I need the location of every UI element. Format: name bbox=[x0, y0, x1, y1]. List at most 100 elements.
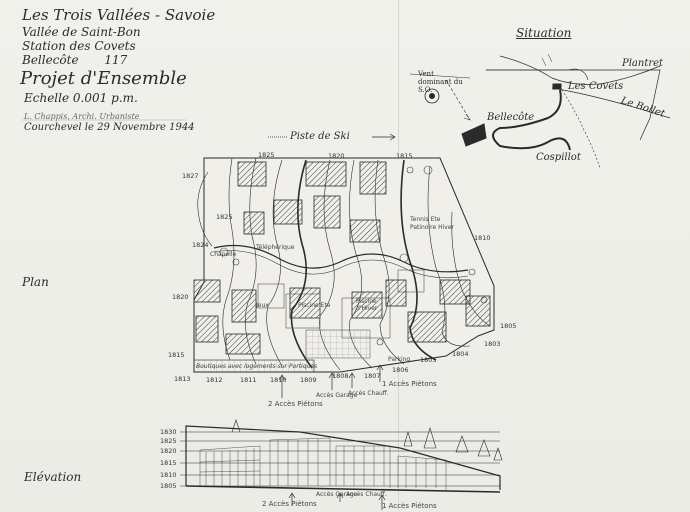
elevation-drawing bbox=[180, 419, 503, 510]
building bbox=[465, 295, 491, 327]
map-path-cospillot bbox=[561, 89, 601, 169]
elevation-level-1815: 1815 bbox=[160, 459, 177, 467]
elevation-level-1825: 1825 bbox=[160, 437, 177, 445]
elevation-left-1815: 1815 bbox=[168, 351, 185, 359]
elevation-top-1825: 1825 bbox=[258, 151, 275, 159]
elev-access-chauff: Accès Chauff. bbox=[346, 491, 387, 498]
zone-piscine-ete: Piscine Ete bbox=[298, 302, 331, 309]
level-lines bbox=[180, 431, 500, 487]
situation-label-covets: Les Covets bbox=[568, 81, 624, 92]
situation-label-plantret: Plantret bbox=[622, 58, 664, 69]
elevation-left-1824: 1824 bbox=[192, 241, 209, 249]
elevation-access-arrows bbox=[288, 492, 386, 510]
site-plan bbox=[193, 157, 495, 398]
title-line-2: Vallée de Saint-Bon bbox=[22, 25, 141, 39]
building bbox=[351, 291, 383, 319]
building bbox=[237, 161, 267, 187]
covets-building bbox=[552, 83, 562, 90]
building bbox=[407, 311, 447, 343]
elev-access-pietons-2: 2 Accès Piétons bbox=[262, 500, 317, 508]
building bbox=[225, 333, 261, 355]
wind-arrow bbox=[445, 79, 471, 121]
elev-access-pietons-1: 1 Accès Piétons bbox=[382, 502, 437, 510]
elevation-bottom-1804: 1804 bbox=[452, 350, 469, 358]
elevation-bottom-1806: 1806 bbox=[392, 366, 409, 374]
author-text: L. Chappis, Archi. Urbaniste bbox=[24, 112, 140, 121]
ground-line bbox=[185, 485, 501, 493]
building bbox=[349, 219, 381, 243]
plan-label: Plan bbox=[22, 275, 49, 289]
plan-access-chauff: Accès Chauff. bbox=[348, 390, 389, 397]
plan-access-garage: Accès Garage bbox=[316, 392, 358, 399]
elevation-level-1805: 1805 bbox=[160, 482, 177, 490]
elevation-top-1820: 1820 bbox=[328, 152, 345, 160]
title-line-3: Station des Covets bbox=[22, 39, 136, 53]
elevation-level-1810: 1810 bbox=[160, 471, 177, 479]
zone-parking: Parking bbox=[388, 356, 411, 363]
elevation-right-1810: 1810 bbox=[474, 234, 491, 242]
building bbox=[193, 279, 221, 303]
pool-grid bbox=[305, 329, 371, 359]
situation-title: Situation bbox=[516, 26, 572, 40]
place-date-text: Courchevel le 29 Novembre 1944 bbox=[24, 122, 195, 133]
building-facades bbox=[199, 437, 447, 490]
project-title: Projet d'Ensemble bbox=[20, 68, 187, 89]
site-117-block bbox=[461, 123, 487, 147]
title-line-4: Bellecôte 117 bbox=[22, 53, 127, 67]
portico-caption: Boutiques avec logements sur Portiques bbox=[196, 363, 318, 370]
elev-access-garage: Accès Garage bbox=[316, 491, 358, 498]
situation-label-bellecote: Bellecôte bbox=[487, 112, 535, 123]
elevation-bottom-1807: 1807 bbox=[364, 372, 381, 380]
elevation-bottom-1811: 1811 bbox=[240, 376, 257, 384]
site-number: 117 bbox=[104, 53, 128, 67]
elevation-trees bbox=[403, 426, 503, 461]
zone-chapelle: Chapelle bbox=[210, 251, 237, 258]
elevation-right-1805: 1805 bbox=[500, 322, 517, 330]
portico-strip bbox=[193, 359, 315, 373]
building bbox=[313, 195, 341, 229]
building bbox=[231, 289, 257, 323]
sun-symbol bbox=[424, 88, 440, 104]
access-road bbox=[213, 244, 469, 273]
elevation-bottom-1805: 1805 bbox=[420, 356, 437, 364]
scale-text: Echelle 0.001 p.m. bbox=[24, 91, 138, 105]
zone-telepherique: Téléphérique bbox=[256, 244, 295, 251]
building bbox=[359, 161, 387, 195]
building bbox=[289, 287, 321, 319]
map-road-bollet bbox=[551, 87, 671, 119]
elevation-bottom-1808: 1808 bbox=[332, 372, 349, 380]
map-road-serpentine bbox=[492, 89, 571, 151]
buildings bbox=[193, 161, 491, 355]
chapel-spire bbox=[231, 419, 241, 433]
map-road-top bbox=[486, 68, 589, 81]
plan-access-pietons-1: 1 Accès Piétons bbox=[382, 380, 437, 388]
building bbox=[385, 279, 407, 307]
elevation-bottom-1803: 1803 bbox=[484, 340, 501, 348]
building bbox=[273, 199, 303, 225]
zone-jeux: Jeux bbox=[256, 302, 269, 309]
building bbox=[305, 161, 347, 187]
access-road-edge bbox=[213, 250, 469, 279]
wind-label: Vent dominant du S.O. bbox=[418, 70, 463, 94]
elevation-level-1830: 1830 bbox=[160, 428, 177, 436]
elevation-left-1820: 1820 bbox=[172, 293, 189, 301]
site-name: Bellecôte bbox=[22, 53, 79, 67]
building bbox=[243, 211, 265, 235]
zone-tennis-patinoire: Tennis Ete Patinoire Hiver bbox=[410, 216, 455, 231]
elevation-bottom-1809: 1809 bbox=[300, 376, 317, 384]
zone-piscine-hiver: Piscine d'Hiver bbox=[356, 298, 378, 312]
access-arrows bbox=[278, 364, 384, 398]
ski-route-label: Piste de Ski bbox=[290, 131, 350, 142]
terrain-profile bbox=[185, 425, 501, 490]
title-line-1: Les Trois Vallées - Savoie bbox=[22, 6, 216, 24]
building bbox=[439, 279, 471, 305]
building bbox=[195, 315, 219, 343]
elevation-top-1815: 1815 bbox=[396, 152, 413, 160]
elevation-label: Elévation bbox=[24, 470, 82, 484]
situation-label-cospillot: Cospillot bbox=[536, 152, 581, 163]
situation-map bbox=[409, 53, 671, 169]
elevation-left-1825: 1825 bbox=[216, 213, 233, 221]
elevation-bottom-1812: 1812 bbox=[206, 376, 223, 384]
map-frame-line bbox=[486, 69, 661, 141]
